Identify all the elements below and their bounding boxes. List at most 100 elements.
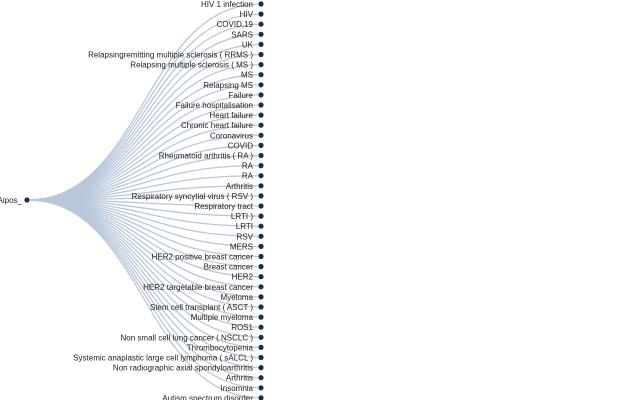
leaf-node-circle[interactable] bbox=[257, 293, 265, 301]
leaf-node[interactable]: Insomnia bbox=[221, 384, 265, 393]
leaf-node-label: HIV 1 infection bbox=[201, 0, 253, 9]
leaf-node-circle[interactable] bbox=[257, 121, 265, 129]
leaf-node-circle[interactable] bbox=[257, 71, 265, 79]
leaf-node-circle[interactable] bbox=[257, 81, 265, 89]
leaf-node[interactable]: LRTI bbox=[236, 222, 265, 231]
leaf-node-circle[interactable] bbox=[257, 232, 265, 240]
leaf-node-circle[interactable] bbox=[257, 141, 265, 149]
leaf-node-label: Stem cell transplant ( ASCT ) bbox=[150, 303, 253, 312]
leaf-node-label: HER2 positive breast cancer bbox=[152, 253, 254, 262]
leaf-node[interactable]: Relapsing MS bbox=[203, 81, 265, 90]
leaf-node-circle[interactable] bbox=[257, 394, 265, 400]
leaf-node[interactable]: SARS bbox=[231, 30, 265, 39]
leaf-node[interactable]: Autism spectrum disorder bbox=[162, 394, 265, 400]
leaf-node-label: Rheumatoid arthritis ( RA ) bbox=[159, 152, 254, 161]
leaf-node[interactable]: HIV bbox=[240, 10, 265, 19]
leaf-node-label: Relapsingremitting multiple sclerosis ( … bbox=[88, 51, 253, 60]
leaf-node-circle[interactable] bbox=[257, 222, 265, 230]
leaf-node[interactable]: UK bbox=[242, 40, 265, 49]
leaf-node[interactable]: Failure hospitalisation bbox=[176, 101, 265, 110]
leaf-node-circle[interactable] bbox=[257, 253, 265, 260]
leaf-node-label: Failure hospitalisation bbox=[176, 101, 253, 110]
leaf-node-circle[interactable] bbox=[257, 354, 265, 361]
leaf-node-circle[interactable] bbox=[257, 364, 265, 372]
leaf-node[interactable]: Non radiographic axial spondyloarthritis bbox=[113, 364, 265, 373]
leaf-node[interactable]: MERS bbox=[230, 242, 265, 251]
leaf-node[interactable]: Chronic heart failure bbox=[181, 121, 265, 130]
leaf-node-circle[interactable] bbox=[257, 263, 265, 271]
leaf-node[interactable]: Relapsingremitting multiple sclerosis ( … bbox=[88, 51, 265, 60]
leaf-node[interactable]: Breast cancer bbox=[204, 263, 265, 272]
leaf-node-circle[interactable] bbox=[257, 51, 265, 58]
leaf-node-circle[interactable] bbox=[257, 172, 265, 180]
leaf-node[interactable]: HIV 1 infection bbox=[201, 0, 265, 9]
leaf-node-circle[interactable] bbox=[257, 333, 265, 341]
leaf-node[interactable]: COVID,19 bbox=[217, 20, 265, 29]
leaf-node[interactable]: Non small cell lung cancer ( NSCLC ) bbox=[121, 333, 265, 342]
leaf-node[interactable]: Coronavirus bbox=[210, 131, 265, 140]
leaf-node[interactable]: LRTI ) bbox=[231, 212, 265, 221]
leaf-node-circle[interactable] bbox=[257, 152, 265, 159]
leaf-node[interactable]: Relapsing multiple sclerosis ( MS ) bbox=[130, 61, 265, 70]
leaf-node-circle[interactable] bbox=[257, 303, 265, 311]
leaf-node-circle[interactable] bbox=[257, 111, 265, 119]
leaf-node-circle[interactable] bbox=[257, 323, 265, 331]
leaf-node[interactable]: Multiple myeloma bbox=[191, 313, 265, 322]
leaf-node[interactable]: RA bbox=[242, 162, 265, 171]
leaf-node[interactable]: Arthritis bbox=[226, 374, 265, 383]
leaf-node[interactable]: Rheumatoid arthritis ( RA ) bbox=[159, 152, 265, 161]
leaf-node[interactable]: MS bbox=[241, 71, 265, 80]
leaf-node-circle[interactable] bbox=[257, 131, 265, 139]
leaf-node-circle[interactable] bbox=[257, 192, 265, 200]
leaf-node-circle[interactable] bbox=[257, 61, 265, 68]
leaf-node-circle[interactable] bbox=[257, 313, 265, 321]
leaf-node-label: HER2 bbox=[232, 273, 254, 282]
leaf-node[interactable]: ROS1 bbox=[231, 323, 265, 332]
leaf-node-circle[interactable] bbox=[257, 202, 265, 210]
leaf-node-circle[interactable] bbox=[257, 283, 265, 291]
leaf-node[interactable]: Myeloma bbox=[221, 293, 265, 302]
leaf-node-circle[interactable] bbox=[257, 212, 265, 220]
leaf-node-label: Thrombocytopenia bbox=[187, 343, 254, 352]
leaf-node[interactable]: Thrombocytopenia bbox=[187, 343, 265, 352]
leaf-node[interactable]: Respiratory syncytial virus ( RSV ) bbox=[132, 192, 265, 201]
leaf-node-circle[interactable] bbox=[257, 10, 265, 18]
leaf-node-circle[interactable] bbox=[257, 91, 265, 99]
leaf-node-circle[interactable] bbox=[257, 384, 265, 392]
leaf-node-circle[interactable] bbox=[257, 0, 265, 8]
leaf-node-circle[interactable] bbox=[257, 374, 265, 382]
leaf-node-circle[interactable] bbox=[257, 242, 265, 250]
leaf-node-circle[interactable] bbox=[257, 182, 265, 190]
leaf-node-label: Autism spectrum disorder bbox=[162, 394, 253, 400]
tree-links bbox=[26, 3, 262, 399]
root-node-label: Aipos_ bbox=[0, 196, 23, 205]
leaf-node-circle[interactable] bbox=[257, 20, 265, 28]
leaf-node[interactable]: RSV bbox=[237, 232, 265, 241]
leaf-node[interactable]: HER2 bbox=[232, 273, 265, 282]
leaf-node[interactable]: RA bbox=[242, 172, 265, 181]
leaf-node[interactable]: Arthritis bbox=[226, 182, 265, 191]
root-node[interactable]: Aipos_ bbox=[0, 196, 31, 205]
leaf-node[interactable]: Systemic anaplastic large cell lymphoma … bbox=[73, 354, 265, 363]
leaf-node-circle[interactable] bbox=[257, 343, 265, 351]
leaf-node-label: UK bbox=[242, 40, 254, 49]
leaf-node[interactable]: HER2 targetable breast cancer bbox=[143, 283, 265, 292]
leaf-node[interactable]: Failure bbox=[229, 91, 265, 100]
leaf-node[interactable]: COVID bbox=[228, 141, 265, 150]
leaf-node-label: Arthritis bbox=[226, 374, 253, 383]
leaf-node[interactable]: Heart failure bbox=[209, 111, 265, 120]
leaf-node[interactable]: Respiratory tract bbox=[194, 202, 265, 211]
leaf-node-label: Systemic anaplastic large cell lymphoma … bbox=[73, 354, 253, 363]
root-node-circle[interactable] bbox=[23, 196, 31, 204]
leaf-node-label: Chronic heart failure bbox=[181, 121, 254, 130]
leaf-node-label: Multiple myeloma bbox=[191, 313, 254, 322]
leaf-node-circle[interactable] bbox=[257, 41, 265, 48]
leaf-node-circle[interactable] bbox=[257, 162, 265, 170]
leaf-node-circle[interactable] bbox=[257, 273, 265, 281]
leaf-node[interactable]: HER2 positive breast cancer bbox=[152, 253, 265, 262]
leaf-node-label: LRTI bbox=[236, 222, 253, 231]
leaf-node-circle[interactable] bbox=[257, 30, 265, 38]
leaf-node[interactable]: Stem cell transplant ( ASCT ) bbox=[150, 303, 265, 312]
leaf-node-circle[interactable] bbox=[257, 101, 265, 109]
leaf-node-label: LRTI ) bbox=[231, 212, 253, 221]
